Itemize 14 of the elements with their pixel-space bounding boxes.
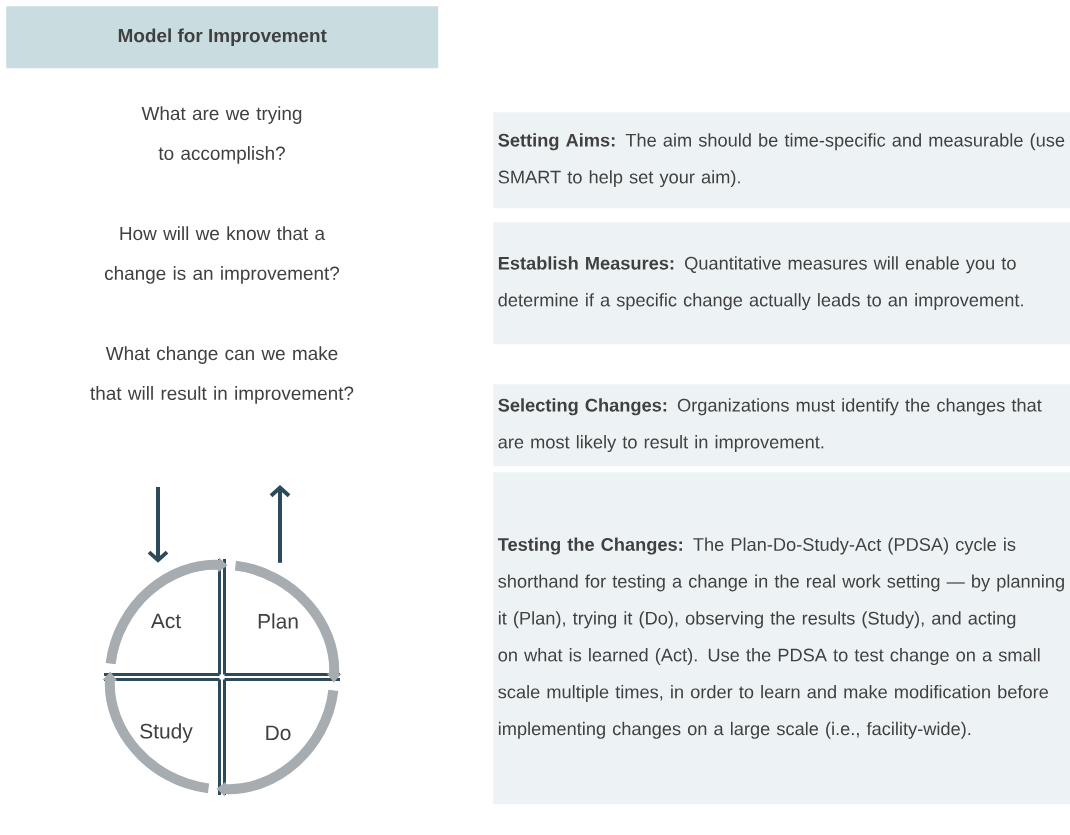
cycle-quadrant: Plan	[223, 559, 340, 676]
text-box: Selecting Changes: Organizations must identify the changes that are most likely to result in improvement.	[493, 384, 1070, 467]
question-text: What change can we make that will result in improvement?	[90, 346, 354, 404]
question-text: What are we trying to accomplish?	[141, 106, 302, 164]
question-text: How will we know that a change is an improvement?	[104, 226, 340, 284]
arrow	[147, 487, 169, 563]
arrow	[269, 485, 291, 563]
text-box: Testing the Changes: The Plan-Do-Study-Act (PDSA) cycle is shorthand for testing a change in the real work setting — by planning it (Plan), trying it (Do), observing the results (Study), and acting on what is learned (Act). Use the PDSA to test change on a small scale multiple times, in order to learn and make modification before implementing changes on a large scale (i.e., facility-wide).	[493, 472, 1070, 805]
cycle-quadrant: Study	[104, 678, 221, 795]
cycle-quadrant: Do	[223, 678, 340, 795]
title-box: Model for Improvement	[6, 6, 439, 69]
cycle-quadrant: Act	[104, 559, 221, 676]
text-box: Setting Aims: The aim should be time-specific and measurable (use SMART to help set your aim).	[493, 112, 1070, 209]
text-box: Establish Measures: Quantitative measures will enable you to determine if a specific change actually leads to an improvement.	[493, 222, 1070, 345]
